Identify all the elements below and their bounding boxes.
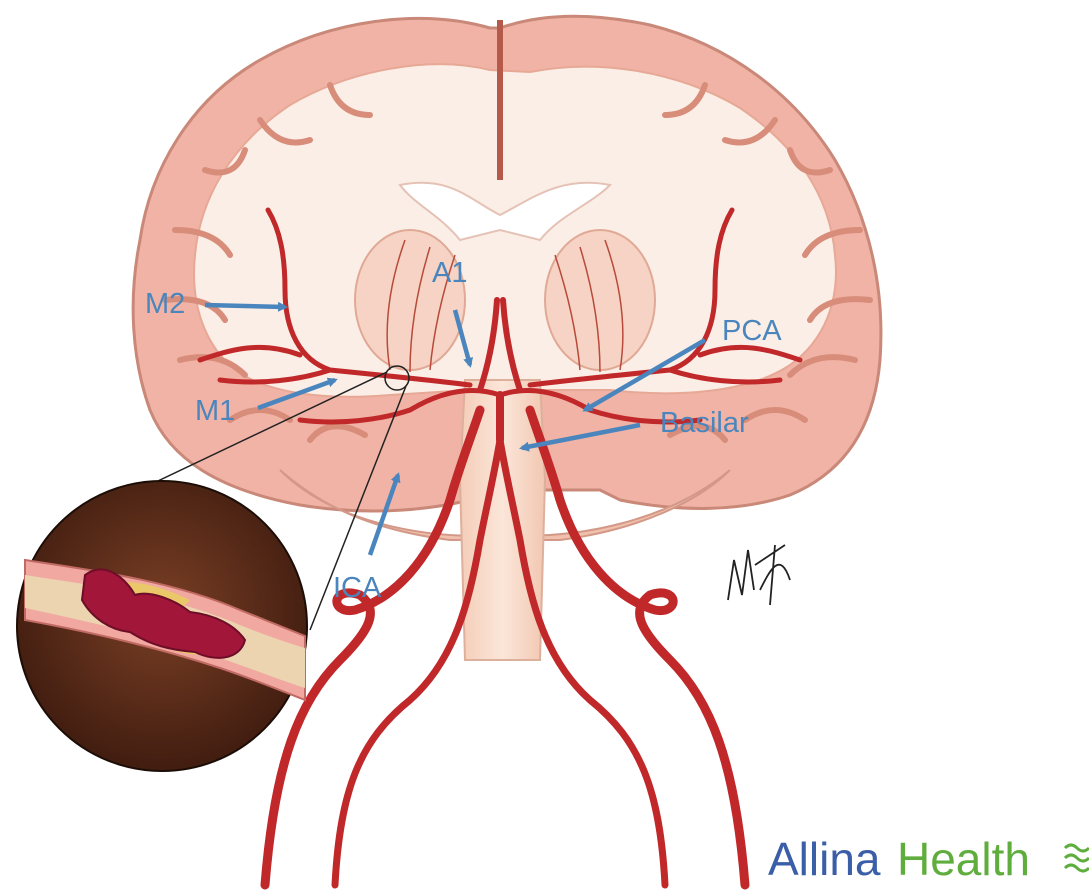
allina-wave-mark-icon	[1065, 845, 1089, 871]
label-pca: PCA	[722, 315, 782, 347]
label-m1: M1	[195, 395, 235, 427]
m2-arrow	[205, 305, 285, 307]
allina-health-logo: Allina Health	[768, 833, 1089, 885]
logo-health-text: Health	[897, 833, 1030, 885]
label-a1: A1	[432, 257, 467, 289]
label-basilar: Basilar	[660, 407, 749, 439]
label-m2: M2	[145, 288, 185, 320]
label-ica: ICA	[333, 572, 382, 604]
artist-signature	[728, 545, 790, 605]
logo-allina-text: Allina	[768, 833, 881, 885]
